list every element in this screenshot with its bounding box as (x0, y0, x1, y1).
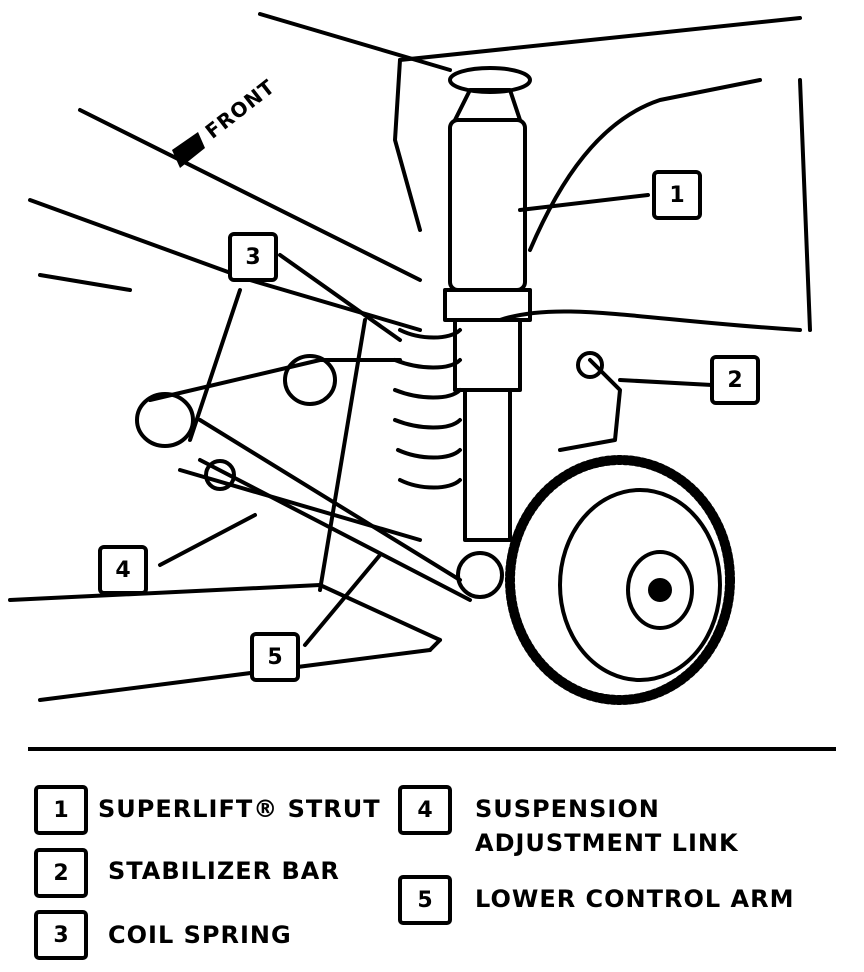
callout-3: 3 (228, 232, 278, 282)
leader-2 (618, 378, 714, 387)
wheelhouse-top (398, 16, 802, 62)
bushing-front (135, 392, 195, 448)
wheelhouse-arch (528, 78, 762, 252)
legend-number-2: 2 (34, 848, 88, 898)
legend-label-4-line1: SUSPENSION (475, 795, 660, 823)
ball-joint (456, 551, 504, 599)
callout-5: 5 (250, 632, 300, 682)
hood-line (258, 12, 452, 72)
legend-number-4: 4 (398, 785, 452, 835)
hub (626, 550, 694, 630)
legend-label-3: COIL SPRING (108, 921, 292, 949)
lower-control-arm (198, 418, 462, 582)
strut-mount (448, 66, 532, 94)
legend-number-1: 1 (34, 785, 88, 835)
legend-label-2: STABILIZER BAR (108, 857, 340, 885)
brake-drum-outer (505, 455, 735, 705)
strut-upper-body (448, 118, 527, 292)
strut-middle-body (453, 318, 522, 392)
callout-4: 4 (98, 545, 148, 595)
legend-number-3: 3 (34, 910, 88, 960)
legend-label-1: SUPERLIFT® STRUT (98, 795, 381, 823)
leader-4 (158, 513, 257, 567)
suspension-illustration (8, 12, 812, 705)
adjustment-link (178, 468, 422, 542)
frame-rail-line (78, 108, 422, 282)
legend-divider (28, 747, 836, 751)
leader-3a (278, 253, 402, 342)
stabilizer-bar (558, 358, 622, 452)
strut-lower-body (463, 388, 512, 542)
legend-number-5: 5 (398, 875, 452, 925)
suspension-diagram: FRONT 1 2 3 4 5 (8, 12, 812, 705)
callout-2: 2 (710, 355, 760, 405)
floor-pan-line (8, 583, 442, 642)
callout-1: 1 (652, 170, 702, 220)
bushing-rear (283, 354, 337, 406)
leader-3b (188, 288, 242, 442)
coil-spring (393, 328, 462, 490)
leader-5 (303, 553, 382, 647)
brake-drum-face (558, 488, 722, 682)
leader-1 (518, 193, 650, 212)
legend-label-5: LOWER CONTROL ARM (475, 885, 795, 913)
front-arrow-icon (172, 132, 205, 168)
legend-label-4-line2: ADJUSTMENT LINK (475, 829, 739, 857)
